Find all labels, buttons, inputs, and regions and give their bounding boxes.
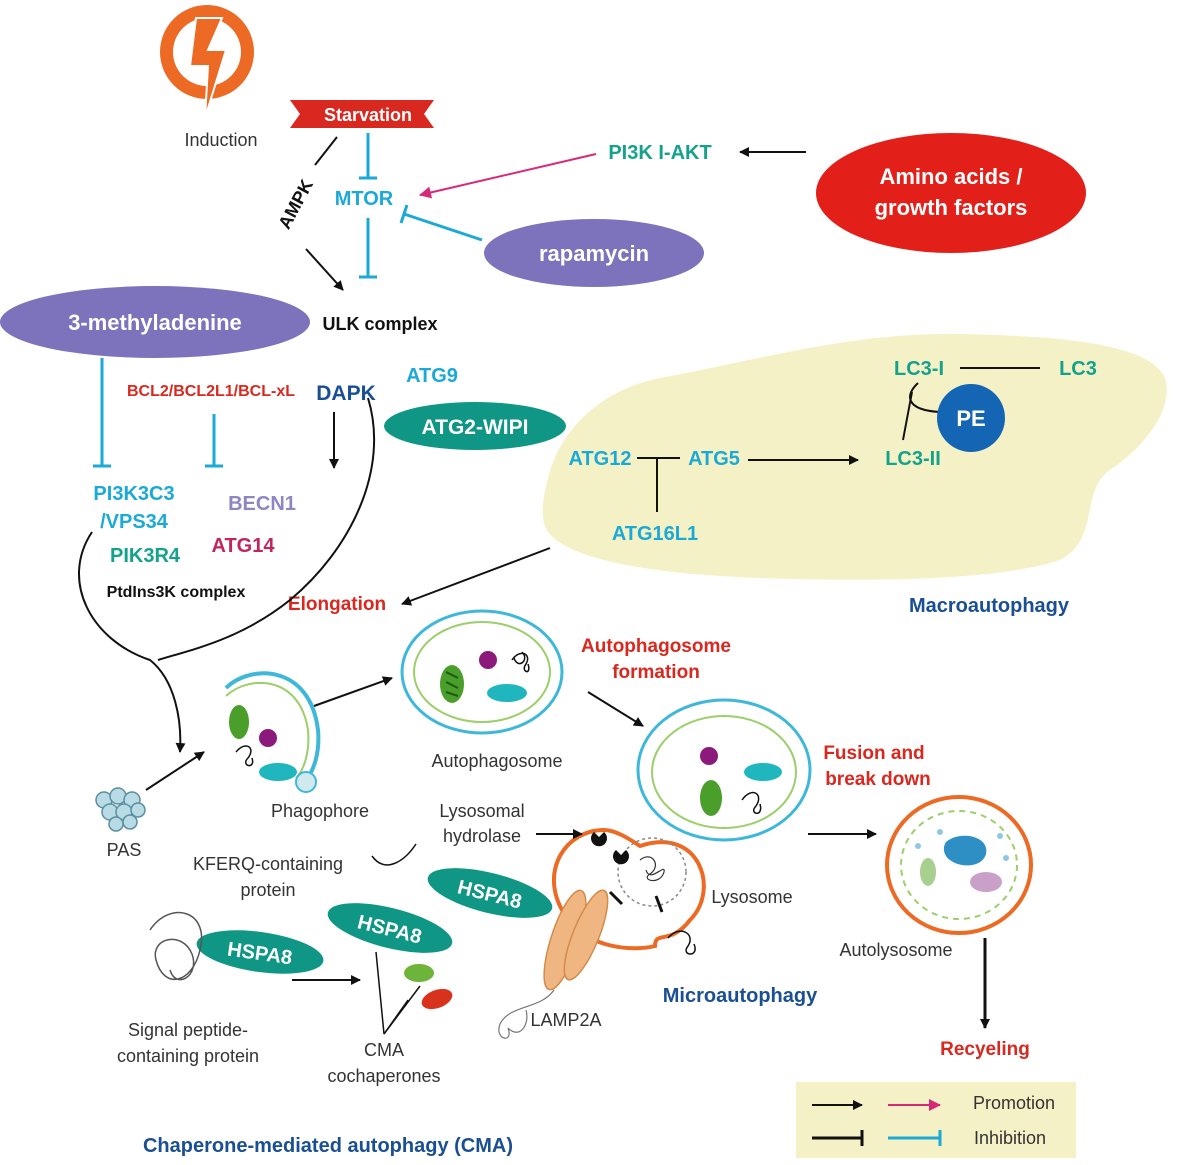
amino-acids-ellipse (816, 133, 1086, 253)
cochaperones-label-1: CMA (364, 1040, 404, 1060)
kferq-label-2: protein (240, 880, 295, 900)
atg14-label: ATG14 (212, 535, 276, 557)
lc3-i-label: LC3-I (894, 358, 944, 380)
induction-label: Induction (184, 130, 257, 150)
cma-cochaperones (375, 951, 453, 1035)
protein-tangle-icon (235, 745, 254, 767)
signal-peptide-label-1: Signal peptide- (128, 1020, 248, 1040)
macroautophagy-title: Macroautophagy (909, 595, 1070, 617)
phagophore (224, 671, 321, 793)
rapamycin-inhibits-mtor (403, 212, 483, 242)
pik3r4-label: PIK3R4 (110, 545, 181, 567)
autophagosome-fusion (636, 698, 812, 842)
hspa8-middle: HSPA8 (327, 903, 453, 953)
legend-promotion: Promotion (973, 1093, 1055, 1113)
starvation-to-ampk-line (314, 136, 338, 166)
lysosomal-label-2: hydrolase (443, 826, 521, 846)
macro-to-elongation-arrow (401, 547, 551, 606)
protein-tangle-icon (741, 791, 762, 814)
autolysosome (885, 795, 1033, 935)
pi3k-akt-label: PI3K I-AKT (608, 142, 711, 164)
bcl2-label: BCL2/BCL2L1/BCL-xL (127, 383, 295, 400)
lamp2a-label: LAMP2A (530, 1010, 601, 1030)
fusion-label-1: Fusion and (823, 743, 924, 764)
atg2-wipi-ellipse (384, 402, 566, 450)
three-ma-label: 3-methyladenine (68, 310, 242, 335)
pas-to-phagophore-arrow (145, 751, 205, 791)
dapk-label: DAPK (316, 382, 376, 405)
autophagosome-formation-2: formation (612, 662, 700, 683)
atg5-label: ATG5 (688, 448, 740, 470)
hydrolase-icon (591, 832, 629, 865)
pas-label: PAS (107, 840, 142, 860)
autophagosome-label: Autophagosome (431, 751, 562, 771)
atg9-label: ATG9 (406, 365, 458, 387)
mitochondrion-icon (229, 705, 249, 739)
lysosome-label: Lysosome (711, 887, 792, 907)
three-ma-ellipse (0, 286, 310, 358)
autolysosome-label: Autolysosome (839, 940, 952, 960)
starvation-label: Starvation (324, 105, 412, 125)
ptdins-label: PtdIns3K complex (107, 584, 246, 601)
pe-circle (937, 384, 1005, 452)
atg16l1-label: ATG16L1 (612, 523, 698, 545)
rapamycin-inhibits-mtor-bar (399, 204, 409, 224)
recycling-label: Recyeling (940, 1039, 1030, 1060)
mitochondrion-icon (700, 780, 722, 816)
phagophore-label: Phagophore (271, 801, 369, 821)
kferq-label-1: KFERQ-containing (193, 854, 343, 874)
vesicle-cluster-icon (95, 787, 146, 832)
mitochondrion-icon (440, 665, 464, 703)
kferq-connector (371, 843, 417, 866)
rapamycin-ellipse (484, 219, 704, 287)
pi3kc3-line1: PI3K3C3 (93, 483, 174, 505)
protein-tangle-icon (511, 651, 530, 673)
legend: Promotion Inhibition (796, 1082, 1076, 1158)
phagophore-to-autophagosome-arrow (313, 676, 393, 707)
rapamycin-label: rapamycin (539, 241, 649, 266)
becn1-label: BECN1 (228, 493, 296, 515)
autophagosome-to-fusion-arrow (587, 691, 644, 727)
legend-inhibition: Inhibition (974, 1128, 1046, 1148)
autophagosome-top (400, 609, 564, 735)
dapk-curve (157, 397, 376, 661)
cma-title: Chaperone-mediated autophagy (CMA) (143, 1135, 513, 1157)
starvation-banner: Starvation (290, 100, 434, 128)
lc3-label: LC3 (1059, 358, 1097, 380)
pi3kc3-line2: /VPS34 (100, 511, 169, 533)
hspa8-top: HSPA8 (427, 868, 553, 918)
lamp2a-receptor (498, 889, 609, 1039)
pi3k-promotes-mtor (419, 153, 597, 199)
lightning-induction-icon (160, 5, 254, 119)
signal-peptide-label-2: containing protein (117, 1046, 259, 1066)
cochaperones-label-2: cochaperones (327, 1066, 440, 1086)
ampk-to-ulk-arrow (305, 248, 344, 291)
atg2-wipi-label: ATG2-WIPI (422, 416, 529, 439)
hspa8-left: HSPA8 (196, 930, 324, 974)
ulk-complex-label: ULK complex (322, 314, 437, 334)
lc3-to-lc3ii-line (902, 391, 913, 441)
ptdins-curve (78, 531, 186, 753)
autophagosome-formation-1: Autophagosome (581, 636, 731, 657)
mtor-label: MTOR (335, 188, 394, 210)
lysosomal-label-1: Lysosomal (439, 801, 524, 821)
amino-acids-line1: Amino acids / (879, 164, 1022, 189)
elongation-label: Elongation (288, 594, 386, 615)
lc3-ii-label: LC3-II (885, 448, 941, 470)
pe-label: PE (956, 406, 985, 431)
amino-acids-line2: growth factors (875, 195, 1028, 220)
microautophagy-label: Microautophagy (663, 985, 818, 1007)
protein-tangle-icon (667, 930, 696, 955)
fusion-label-2: break down (825, 769, 931, 790)
atg12-label: ATG12 (569, 448, 632, 470)
protein-tangle-icon (149, 911, 203, 981)
ampk-label: AMPK (274, 176, 317, 232)
